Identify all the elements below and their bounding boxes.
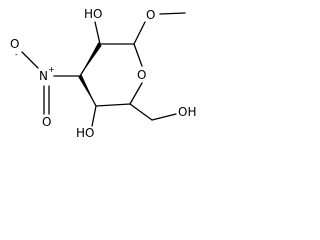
bond-c5-c6 xyxy=(129,103,153,121)
wedge-c4-c3 xyxy=(78,75,96,106)
nitro-o-double-label: O xyxy=(42,115,51,129)
bond-c4-oh xyxy=(91,105,97,127)
bond-ring-o-c5 xyxy=(129,82,143,105)
oh-c2-label: HO xyxy=(84,7,102,21)
wedge-c3-c2 xyxy=(80,42,102,76)
methoxy-o-label: O xyxy=(146,8,155,22)
bond-c1-ring-o xyxy=(133,43,143,67)
bond-nitro-n-o-minus xyxy=(21,51,39,69)
oh-c4-label: HO xyxy=(76,126,94,140)
oh-c6-label: OH xyxy=(178,105,196,119)
nitro-o-minus-label: O xyxy=(10,37,19,51)
nitro-n-label: N xyxy=(39,69,48,83)
molecule-structure-diagram: HO O O N + O - O HO OH xyxy=(10,7,196,140)
nitro-o-charge-label: - xyxy=(15,50,18,59)
bond-c6-oh xyxy=(151,113,177,121)
bond-c1-methoxy-o xyxy=(133,21,146,45)
ring-o-label: O xyxy=(137,68,146,82)
nitro-n-charge-label: + xyxy=(48,65,55,74)
bond-c5-c4 xyxy=(95,103,131,107)
bond-methoxy-o-ch3 xyxy=(159,12,186,15)
bond-c2-oh xyxy=(94,21,101,45)
